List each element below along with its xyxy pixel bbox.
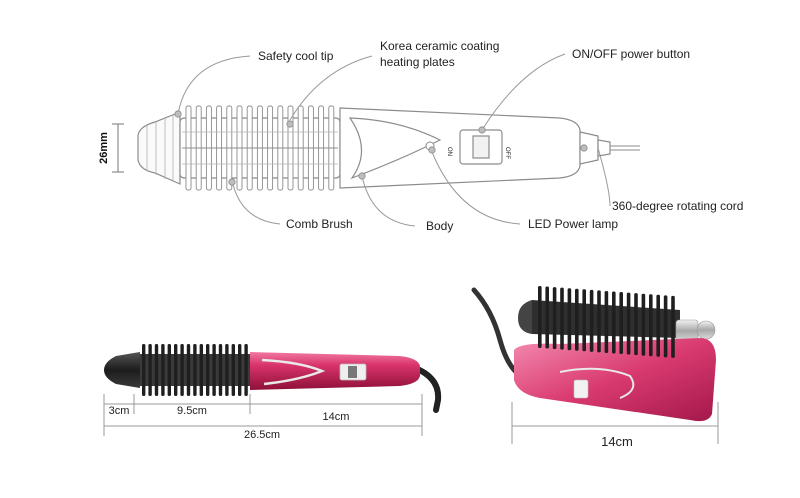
dim-angled-length: 14cm <box>601 434 633 449</box>
bristle <box>538 286 542 348</box>
bristle <box>167 344 171 396</box>
bristle <box>206 344 210 396</box>
bristle <box>634 293 638 356</box>
callout-ceramic-line1: Korea ceramic coating <box>380 39 499 53</box>
side-dimension-lines <box>103 394 423 436</box>
dim-handle-length: 14cm <box>323 411 350 423</box>
bristle <box>193 344 197 396</box>
callout-comb-brush: Comb Brush <box>286 217 353 231</box>
bristle <box>612 291 616 354</box>
bristle <box>231 344 235 396</box>
product-photo-angled <box>471 287 716 422</box>
bristle <box>199 344 203 396</box>
bristle <box>589 289 594 352</box>
switch-off-label: OFF <box>504 147 510 159</box>
top-bristles <box>182 105 338 191</box>
dim-brush-length: 9.5cm <box>177 405 207 417</box>
callout-ceramic-line2: heating plates <box>380 55 455 69</box>
bristle <box>671 295 675 358</box>
body-swoosh <box>348 117 442 180</box>
bristle <box>552 287 557 350</box>
bristle <box>567 288 572 351</box>
dim-total-length: 26.5cm <box>244 429 280 441</box>
bristle <box>582 289 586 352</box>
bristle <box>597 290 601 353</box>
cool-tip-shape <box>137 111 181 185</box>
bristle <box>663 295 668 358</box>
bristle <box>225 344 229 396</box>
bristle <box>148 344 152 396</box>
diameter-dimension <box>112 123 124 173</box>
bristle <box>244 344 248 396</box>
bristle <box>218 344 223 396</box>
switch-on-label: ON <box>446 147 452 156</box>
callout-led-lamp: LED Power lamp <box>528 217 618 231</box>
bristle <box>604 290 609 353</box>
bristle <box>560 287 564 350</box>
bristle <box>575 288 579 351</box>
dim-tip-length: 3cm <box>109 405 130 417</box>
callout-rotating-cord: 360-degree rotating cord <box>612 199 743 213</box>
callout-safety-tip: Safety cool tip <box>258 49 334 63</box>
callout-leaders <box>177 53 611 227</box>
bristle <box>619 292 623 355</box>
callout-dots <box>174 110 588 186</box>
photo-side-bristles <box>142 344 248 396</box>
photo-angled-handle <box>514 338 716 422</box>
bristle <box>641 293 646 356</box>
bristle <box>626 292 631 355</box>
bristle <box>656 294 660 357</box>
bristle <box>142 344 146 396</box>
bristle <box>545 286 549 349</box>
photo-angled-bristles <box>538 286 675 358</box>
photo-cool-tip <box>104 352 140 388</box>
diameter-label: 26mm <box>98 132 110 164</box>
bristle <box>180 344 184 396</box>
bristle <box>174 344 178 396</box>
bristle <box>154 344 159 396</box>
callout-body: Body <box>426 219 453 233</box>
bristle <box>649 294 653 357</box>
photo-handle <box>250 352 420 390</box>
bristle <box>186 344 191 396</box>
bristle <box>161 344 165 396</box>
bristle <box>238 344 242 396</box>
callout-power-button: ON/OFF power button <box>572 47 690 61</box>
bristle <box>212 344 216 396</box>
cord-end <box>579 131 599 165</box>
product-photo-side <box>104 352 442 413</box>
angled-dimension-lines <box>511 402 719 444</box>
